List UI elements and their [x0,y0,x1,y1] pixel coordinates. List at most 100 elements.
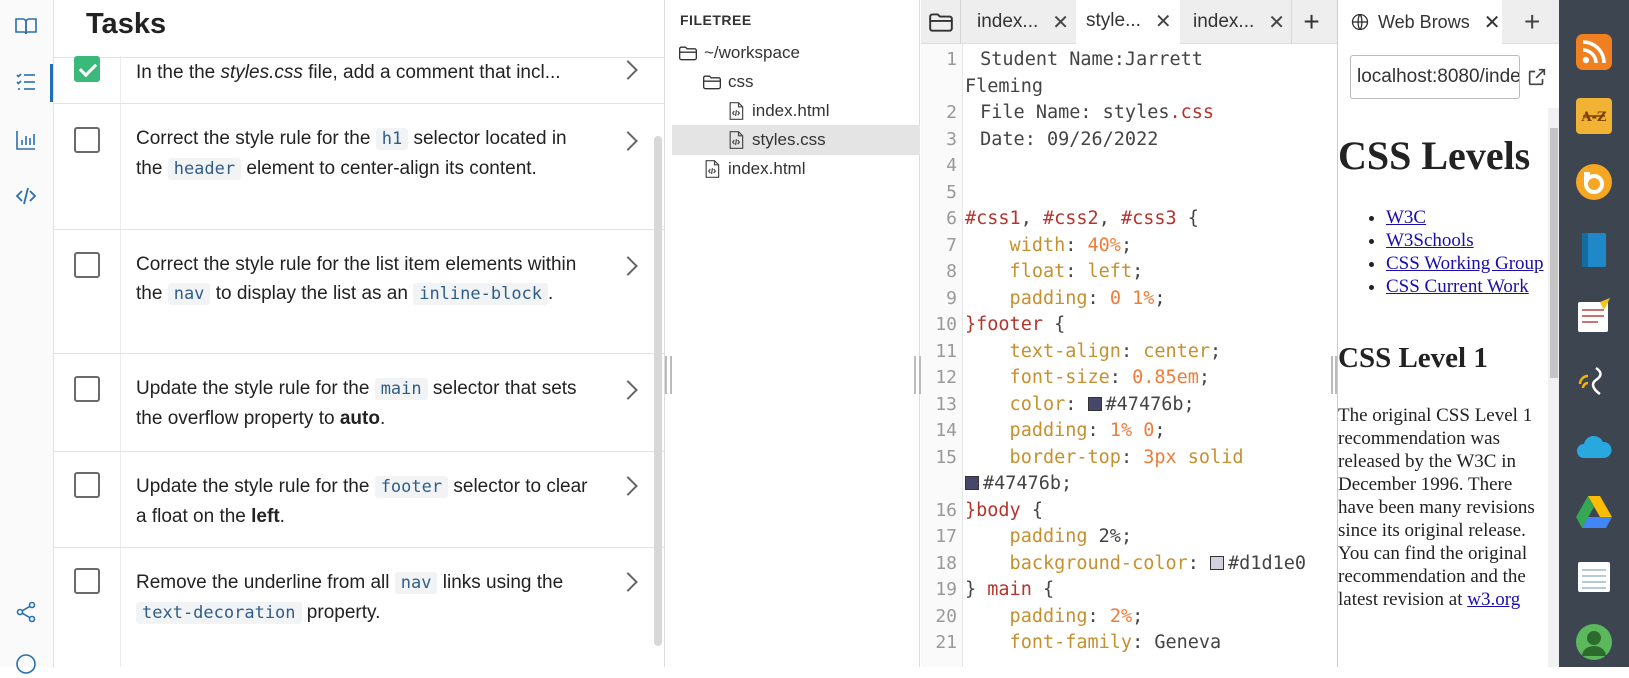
open-folder-button[interactable] [921,0,961,44]
code-token: border-top [965,446,1121,468]
add-browser-tab-button[interactable]: + [1524,6,1541,37]
code-token: }body [965,499,1021,521]
close-icon[interactable]: ✕ [1483,11,1501,34]
speech-icon[interactable] [1574,362,1614,402]
browser-scrollbar[interactable] [1548,108,1559,667]
code-line: File Name: styles.css [969,102,1214,123]
task-text-part: . [548,283,554,304]
chart-icon[interactable] [12,126,40,154]
tasks-scrollbar[interactable] [654,136,662,646]
link-list-item: W3Schools [1386,229,1544,252]
code-token: : [1087,605,1110,627]
chevron-right-icon[interactable] [618,256,638,276]
color-swatch [965,476,979,490]
code-token: #css3 [1120,208,1177,229]
chevron-right-icon[interactable] [618,60,638,80]
code-line: Fleming [965,76,1043,97]
task-text: Correct the style rule for the list item… [136,250,596,309]
task-item[interactable]: Correct the style rule for the h1 select… [54,104,664,230]
line-number: 3 [946,128,957,150]
task-text-part: element to center-align its content. [241,158,537,179]
page-link[interactable]: W3C [1386,207,1427,228]
notepad-icon[interactable] [1574,558,1614,598]
code-token: : [1109,367,1133,388]
page-link[interactable]: CSS Working Group [1386,253,1544,274]
code-token: #css1 [965,208,1021,229]
add-tab-button[interactable]: + [1291,0,1331,44]
page-paragraph: The original CSS Level 1 recommendation … [1338,404,1544,611]
code-token: padding [965,605,1088,627]
code-token: ; [1132,261,1144,282]
rss-icon[interactable] [1574,32,1614,72]
emphasis-text: styles.css [220,62,303,83]
code-token: 2%; [1087,526,1133,547]
close-icon[interactable]: ✕ [1052,11,1070,34]
color-swatch [1210,555,1225,570]
globe-icon [1351,13,1369,31]
code-token: font-size [965,367,1110,388]
book-icon[interactable] [1574,230,1614,270]
close-icon[interactable]: ✕ [1268,11,1286,34]
task-item[interactable]: Remove the underline from all nav links … [54,548,664,667]
line-number: 10 [935,314,957,335]
task-item[interactable]: In the the styles.css file, add a commen… [54,56,664,104]
splitter-handle[interactable] [914,356,921,394]
chevron-right-icon[interactable] [618,380,638,400]
notes-icon[interactable] [1574,296,1614,336]
code-icon[interactable] [12,182,40,210]
w3-link[interactable]: w3.org [1467,589,1521,610]
file-item[interactable]: index.html [672,96,920,126]
dictionary-az-icon[interactable]: A-Z [1574,96,1614,136]
task-checkbox[interactable] [74,472,100,498]
folder-item[interactable]: css [672,67,920,97]
task-text-part: to display the list as an [210,283,414,304]
editor-tab[interactable]: index...✕ [967,0,1071,44]
task-checkbox[interactable] [74,252,100,278]
cloud-icon[interactable] [1574,428,1614,468]
task-item[interactable]: Update the style rule for the footer sel… [54,452,664,548]
code-line: float: left; [965,261,1144,282]
splitter-handle[interactable] [1331,356,1337,394]
editor-tab[interactable]: index...✕ [1183,0,1287,44]
code-token: left [1087,261,1133,282]
line-number: 1 [946,49,957,70]
page-link[interactable]: CSS Current Work [1386,276,1529,297]
task-item[interactable]: Correct the style rule for the list item… [54,230,664,354]
task-checkbox[interactable] [74,56,100,82]
google-drive-icon[interactable] [1574,492,1614,532]
task-checkbox[interactable] [74,127,100,153]
task-text: In the the styles.css file, add a commen… [136,58,596,87]
splitter-handle[interactable] [665,356,672,394]
folder-item[interactable]: ~/workspace [672,38,920,68]
help-icon[interactable] [12,650,40,678]
divider [54,57,664,58]
code-token: : [1065,261,1088,282]
file-item[interactable]: styles.css [672,125,920,155]
browser-tab[interactable]: Web Brows ✕ [1338,0,1502,44]
url-input[interactable]: localhost:8080/index.html [1350,55,1520,99]
task-item[interactable]: Update the style rule for the main selec… [54,354,664,452]
code-line: #css1, #css2, #css3 { [965,208,1199,229]
close-icon[interactable]: ✕ [1154,10,1172,33]
user-app-icon[interactable] [1574,622,1614,662]
page-link[interactable]: W3Schools [1386,230,1474,251]
book-icon[interactable] [12,12,40,40]
chevron-right-icon[interactable] [618,476,638,496]
inline-code: nav [394,572,438,594]
chevron-right-icon[interactable] [618,131,638,151]
task-list-icon[interactable] [12,68,40,96]
share-icon[interactable] [12,598,40,626]
audio-app-icon[interactable] [1574,162,1614,202]
open-external-icon[interactable] [1526,66,1548,88]
chevron-right-icon[interactable] [618,572,638,592]
task-checkbox[interactable] [74,376,100,402]
scroll-thumb[interactable] [1550,128,1558,378]
line-number: 21 [935,632,957,653]
task-checkbox[interactable] [74,568,100,594]
file-item[interactable]: index.html [672,154,920,184]
editor-tab[interactable]: style...✕ [1076,0,1180,44]
code-line: color: #47476b; [965,394,1195,415]
filetree-label: styles.css [752,130,826,149]
divider [120,56,121,103]
